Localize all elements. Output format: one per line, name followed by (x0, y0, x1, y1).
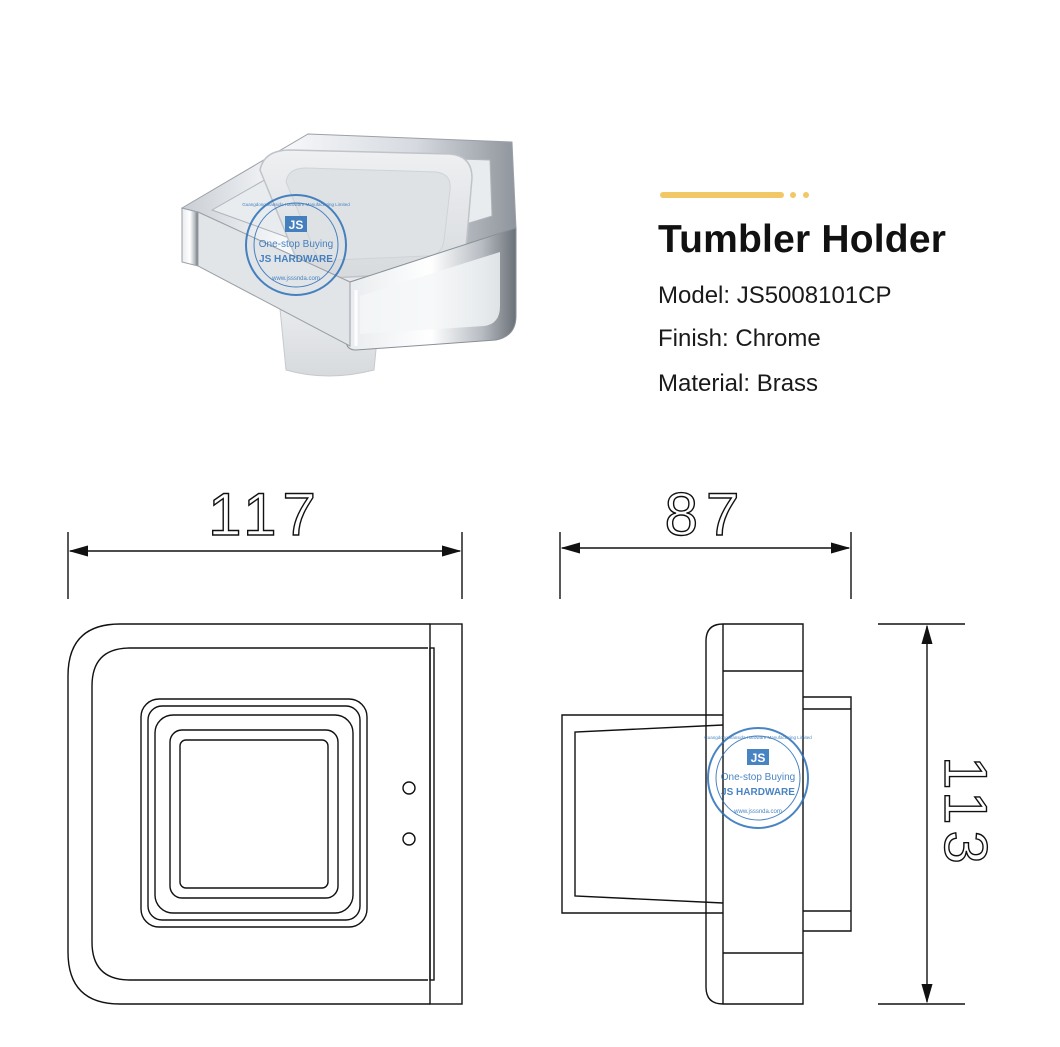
spec-material: Material: Brass (658, 370, 819, 397)
accent-bar (660, 192, 784, 198)
front-view (67, 623, 463, 1005)
height-label: 113 (932, 756, 999, 870)
spec-model: Model: JS5008101CP (658, 282, 892, 309)
watermark-brand: JS HARDWARE (259, 254, 333, 265)
watermark-company: Guangdong Jiansida Hardware Manufacturin… (704, 735, 812, 740)
watermark-logo: JS (289, 218, 304, 232)
accent-dot (790, 192, 796, 198)
watermark-website: www.jsssnda.com (733, 809, 782, 815)
watermark-company: Guangdong Jiansida Hardware Manufacturin… (242, 202, 350, 207)
side-view (561, 623, 852, 1005)
technical-drawing: 117 87 113 (67, 480, 1000, 1005)
accent-dot (803, 192, 809, 198)
watermark-tagline: One-stop Buying (721, 772, 796, 783)
product-photo (180, 133, 517, 377)
product-title: Tumbler Holder (658, 218, 947, 261)
watermark-stamp-drawing: JS One-stop Buying JS HARDWARE www.jsssn… (704, 727, 812, 829)
watermark-stamp-photo: JS One-stop Buying JS HARDWARE www.jsssn… (242, 194, 350, 296)
spec-finish: Finish: Chrome (658, 325, 821, 352)
watermark-brand: JS HARDWARE (721, 787, 795, 798)
depth-label: 87 (665, 481, 748, 548)
watermark-tagline: One-stop Buying (259, 239, 334, 250)
width-label: 117 (208, 481, 322, 548)
watermark-logo: JS (751, 751, 766, 765)
watermark-website: www.jsssnda.com (271, 276, 320, 282)
